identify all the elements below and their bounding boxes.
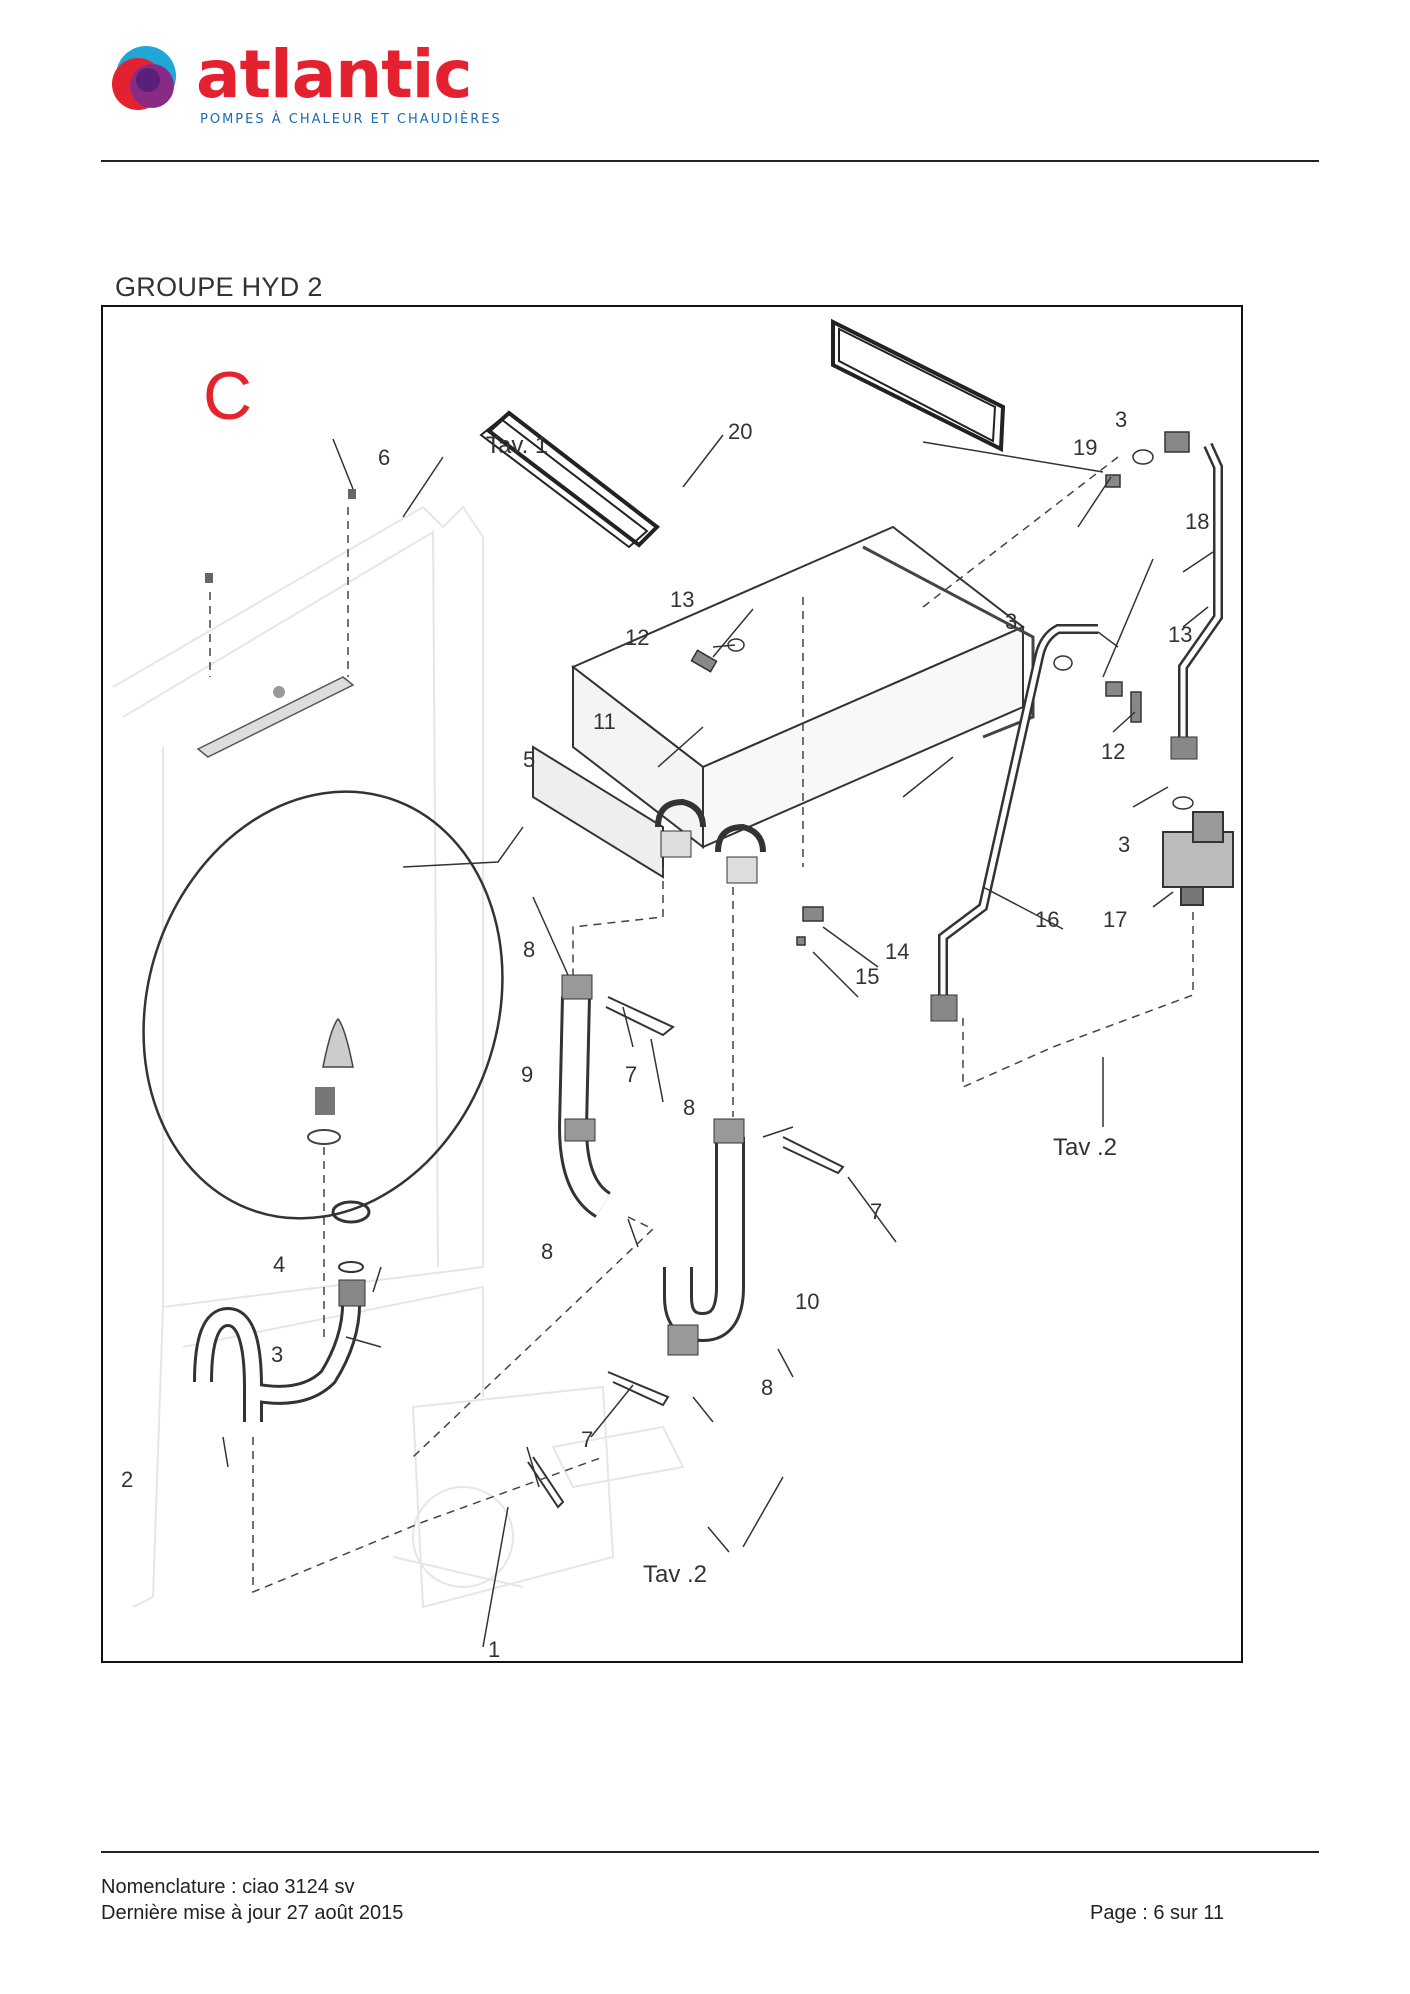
pressure-switch [1162, 811, 1234, 906]
callout-8: 8 [761, 1375, 773, 1400]
callout-11: 11 [593, 709, 616, 734]
callout-8: 8 [683, 1095, 695, 1120]
callout-20: 20 [728, 419, 752, 444]
clip-icon [527, 996, 845, 1509]
logo-wordmark: atlantic [196, 36, 473, 113]
callout-2: 2 [121, 1467, 133, 1492]
callout-3: 3 [271, 1342, 283, 1367]
atlantic-logo: atlantic POMPES À CHALEUR ET CHAUDIÈRES [108, 36, 500, 132]
footer-last-updated: Dernière mise à jour 27 août 2015 [101, 1902, 404, 1924]
assembly-dashed-lines [209, 456, 1194, 1594]
callout-12: 12 [625, 625, 649, 650]
callout-14: 14 [885, 939, 909, 964]
logo-tagline: POMPES À CHALEUR ET CHAUDIÈRES [200, 112, 502, 127]
callout-leader-lines [222, 434, 1214, 1648]
callout-6: 6 [378, 445, 390, 470]
pipe-10 [663, 1118, 745, 1356]
callout-3: 3 [1118, 832, 1130, 857]
reference-tav2-right: Tav .2 [1053, 1134, 1117, 1161]
callout-19: 19 [1073, 435, 1097, 460]
background-chassis-outline [112, 505, 685, 1609]
small-fittings [690, 431, 1194, 946]
callout-4: 4 [273, 1252, 285, 1277]
section-letter: C [203, 358, 252, 434]
pipe-end-fitting [930, 994, 958, 1022]
callout-16: 16 [1035, 907, 1059, 932]
hose-2 [193, 1200, 371, 1422]
callout-7: 7 [581, 1427, 593, 1452]
screw-icon [205, 489, 356, 583]
section-title: GROUPE HYD 2 [115, 272, 323, 302]
hose-9 [557, 974, 612, 1218]
exploded-parts-diagram: C Tav. 1 Tav .2 Tav .2 1 2 3 3 3 3 4 5 6… [101, 305, 1243, 1663]
callout-8: 8 [523, 937, 535, 962]
callout-5: 5 [523, 747, 535, 772]
header-rule [101, 160, 1319, 162]
logo-swirl-icon [112, 46, 176, 110]
callout-7: 7 [625, 1062, 637, 1087]
footer-rule [101, 1851, 1319, 1853]
callout-9: 9 [521, 1062, 533, 1087]
gasket-frames [479, 318, 1006, 549]
callout-15: 15 [855, 964, 879, 989]
callout-12: 12 [1101, 739, 1125, 764]
footer-nomenclature: Nomenclature : ciao 3124 sv [101, 1876, 355, 1898]
callout-17: 17 [1103, 907, 1127, 932]
diagram-canvas: C Tav. 1 Tav .2 Tav .2 1 2 3 3 3 3 4 5 6… [112, 318, 1234, 1661]
callout-8: 8 [541, 1239, 553, 1264]
callout-13: 13 [670, 587, 694, 612]
reference-tav2-bottom: Tav .2 [643, 1561, 707, 1588]
expansion-vessel [142, 676, 504, 1220]
callout-7: 7 [870, 1199, 882, 1224]
callout-18: 18 [1185, 509, 1209, 534]
callout-1: 1 [488, 1637, 500, 1661]
pipe-16-18 [938, 442, 1223, 1007]
reference-tav1: Tav. 1 [486, 432, 548, 459]
pipe-end-fitting [1170, 736, 1198, 760]
callout-13: 13 [1168, 622, 1192, 647]
callout-10: 10 [795, 1289, 819, 1314]
callout-3: 3 [1005, 609, 1017, 634]
callout-3: 3 [1115, 407, 1127, 432]
footer-page-number: Page : 6 sur 11 [1090, 1902, 1225, 1924]
